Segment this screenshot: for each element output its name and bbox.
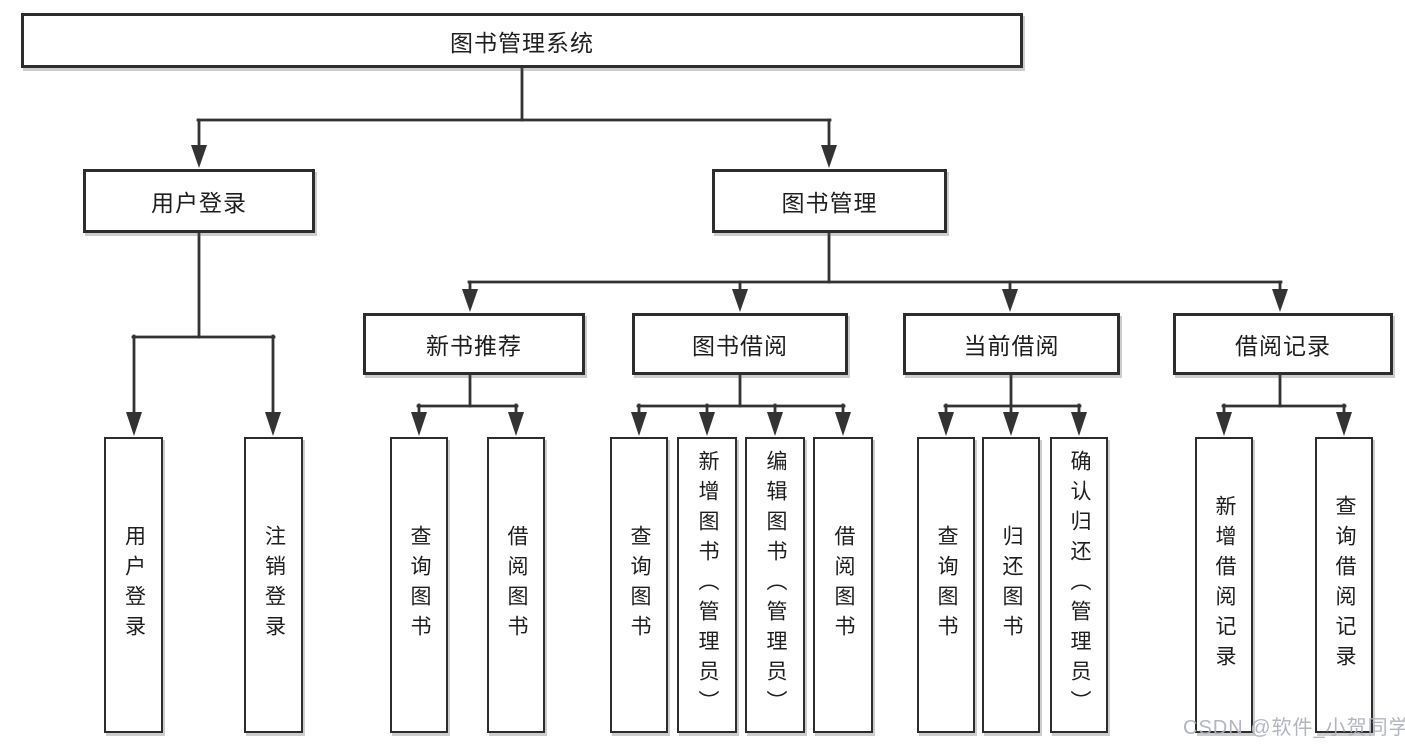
node-label: 用户登录 — [151, 190, 247, 216]
node-leaf-cb-confirm-return-admin: 确认归还（管理员） — [1050, 437, 1108, 733]
node-leaf-user-login: 用户登录 — [104, 437, 163, 733]
node-label: 查询图书 — [935, 525, 958, 645]
node-label: 图书管理系统 — [450, 29, 594, 56]
node-label: 图书借阅 — [692, 333, 788, 359]
node-label: 查询图书 — [408, 525, 431, 645]
node-book-management: 图书管理 — [712, 169, 947, 233]
node-leaf-nb-query-books: 查询图书 — [390, 437, 448, 733]
node-borrow-records: 借阅记录 — [1173, 313, 1393, 375]
node-label: 新书推荐 — [426, 333, 522, 359]
node-root: 图书管理系统 — [21, 13, 1023, 68]
node-label: 查询借阅记录 — [1333, 495, 1356, 675]
node-label: 图书管理 — [781, 190, 878, 216]
node-leaf-rec-query-record: 查询借阅记录 — [1315, 437, 1373, 733]
node-leaf-cb-return-books: 归还图书 — [982, 437, 1040, 733]
node-leaf-nb-borrow-books: 借阅图书 — [487, 437, 545, 733]
node-leaf-cb-query-books: 查询图书 — [917, 437, 975, 733]
node-label: 确认归还（管理员） — [1068, 450, 1091, 720]
node-label: 当前借阅 — [963, 333, 1060, 359]
node-label: 借阅图书 — [832, 525, 855, 645]
node-label: 借阅图书 — [505, 525, 528, 645]
node-leaf-bb-query-books: 查询图书 — [610, 437, 668, 733]
node-leaf-bb-add-books-admin: 新增图书（管理员） — [677, 437, 737, 733]
node-label: 新增图书（管理员） — [696, 450, 719, 720]
node-leaf-bb-borrow-books: 借阅图书 — [813, 437, 873, 733]
node-label: 查询图书 — [628, 525, 651, 645]
node-leaf-bb-edit-books-admin: 编辑图书（管理员） — [745, 437, 805, 733]
node-label: 编辑图书（管理员） — [764, 450, 787, 720]
node-label: 用户登录 — [122, 525, 146, 645]
node-label: 借阅记录 — [1235, 333, 1331, 359]
node-leaf-logout: 注销登录 — [244, 437, 303, 733]
arrowheads — [126, 145, 1352, 436]
node-current-borrowing: 当前借阅 — [903, 313, 1120, 375]
node-label: 注销登录 — [262, 525, 286, 645]
csdn-watermark: CSDN @软件_小贺同学 — [1183, 717, 1405, 739]
node-new-book-recommend: 新书推荐 — [363, 313, 585, 375]
node-user-login-branch: 用户登录 — [83, 169, 315, 233]
node-book-borrowing: 图书借阅 — [632, 313, 848, 375]
node-leaf-rec-add-record: 新增借阅记录 — [1195, 437, 1253, 733]
node-label: 新增借阅记录 — [1213, 495, 1236, 675]
node-label: 归还图书 — [1000, 525, 1023, 645]
